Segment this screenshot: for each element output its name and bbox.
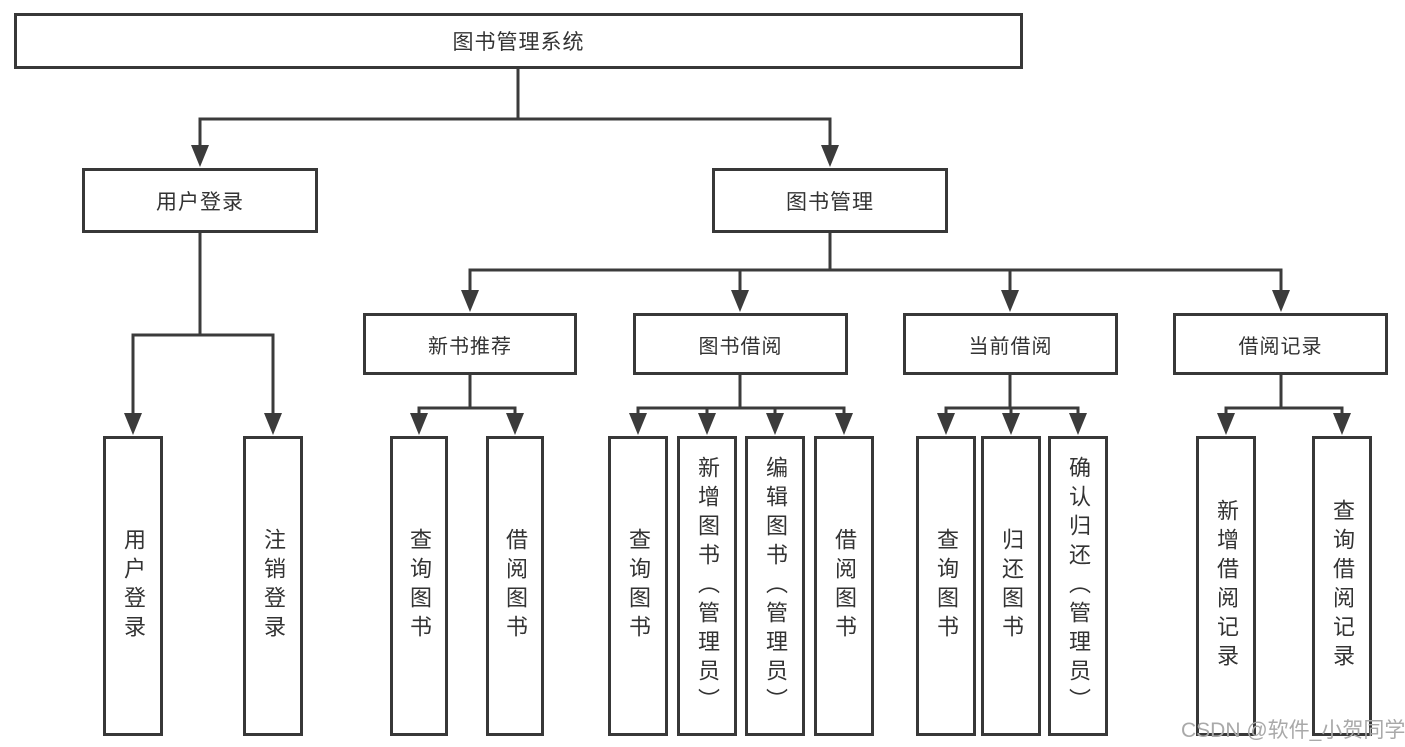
leaf-edit-books-admin: 编辑图书（管理员） xyxy=(745,436,805,736)
node-user-login: 用户登录 xyxy=(82,168,318,233)
leaf-borrow-books: 借阅图书 xyxy=(814,436,874,736)
leaf-borrow-books-recommend: 借阅图书 xyxy=(486,436,544,736)
leaf-query-books-borrow: 查询图书 xyxy=(608,436,668,736)
leaf-add-books-admin: 新增图书（管理员） xyxy=(677,436,737,736)
watermark: CSDN @软件_小贺同学 xyxy=(1181,719,1405,742)
leaf-query-books-current: 查询图书 xyxy=(916,436,976,736)
leaf-logout: 注销登录 xyxy=(243,436,303,736)
leaf-add-borrow-record: 新增借阅记录 xyxy=(1196,436,1256,736)
node-book-borrow: 图书借阅 xyxy=(633,313,848,375)
node-new-book-recommend: 新书推荐 xyxy=(363,313,577,375)
leaf-return-books: 归还图书 xyxy=(981,436,1041,736)
node-book-management: 图书管理 xyxy=(712,168,948,233)
leaf-query-books-recommend: 查询图书 xyxy=(390,436,448,736)
leaf-query-borrow-record: 查询借阅记录 xyxy=(1312,436,1372,736)
node-root-library-system: 图书管理系统 xyxy=(14,13,1023,69)
arrowheads xyxy=(124,145,1351,435)
leaf-confirm-return-admin: 确认归还（管理员） xyxy=(1048,436,1108,736)
node-current-borrow: 当前借阅 xyxy=(903,313,1118,375)
leaf-user-login: 用户登录 xyxy=(103,436,163,736)
node-borrow-records: 借阅记录 xyxy=(1173,313,1388,375)
